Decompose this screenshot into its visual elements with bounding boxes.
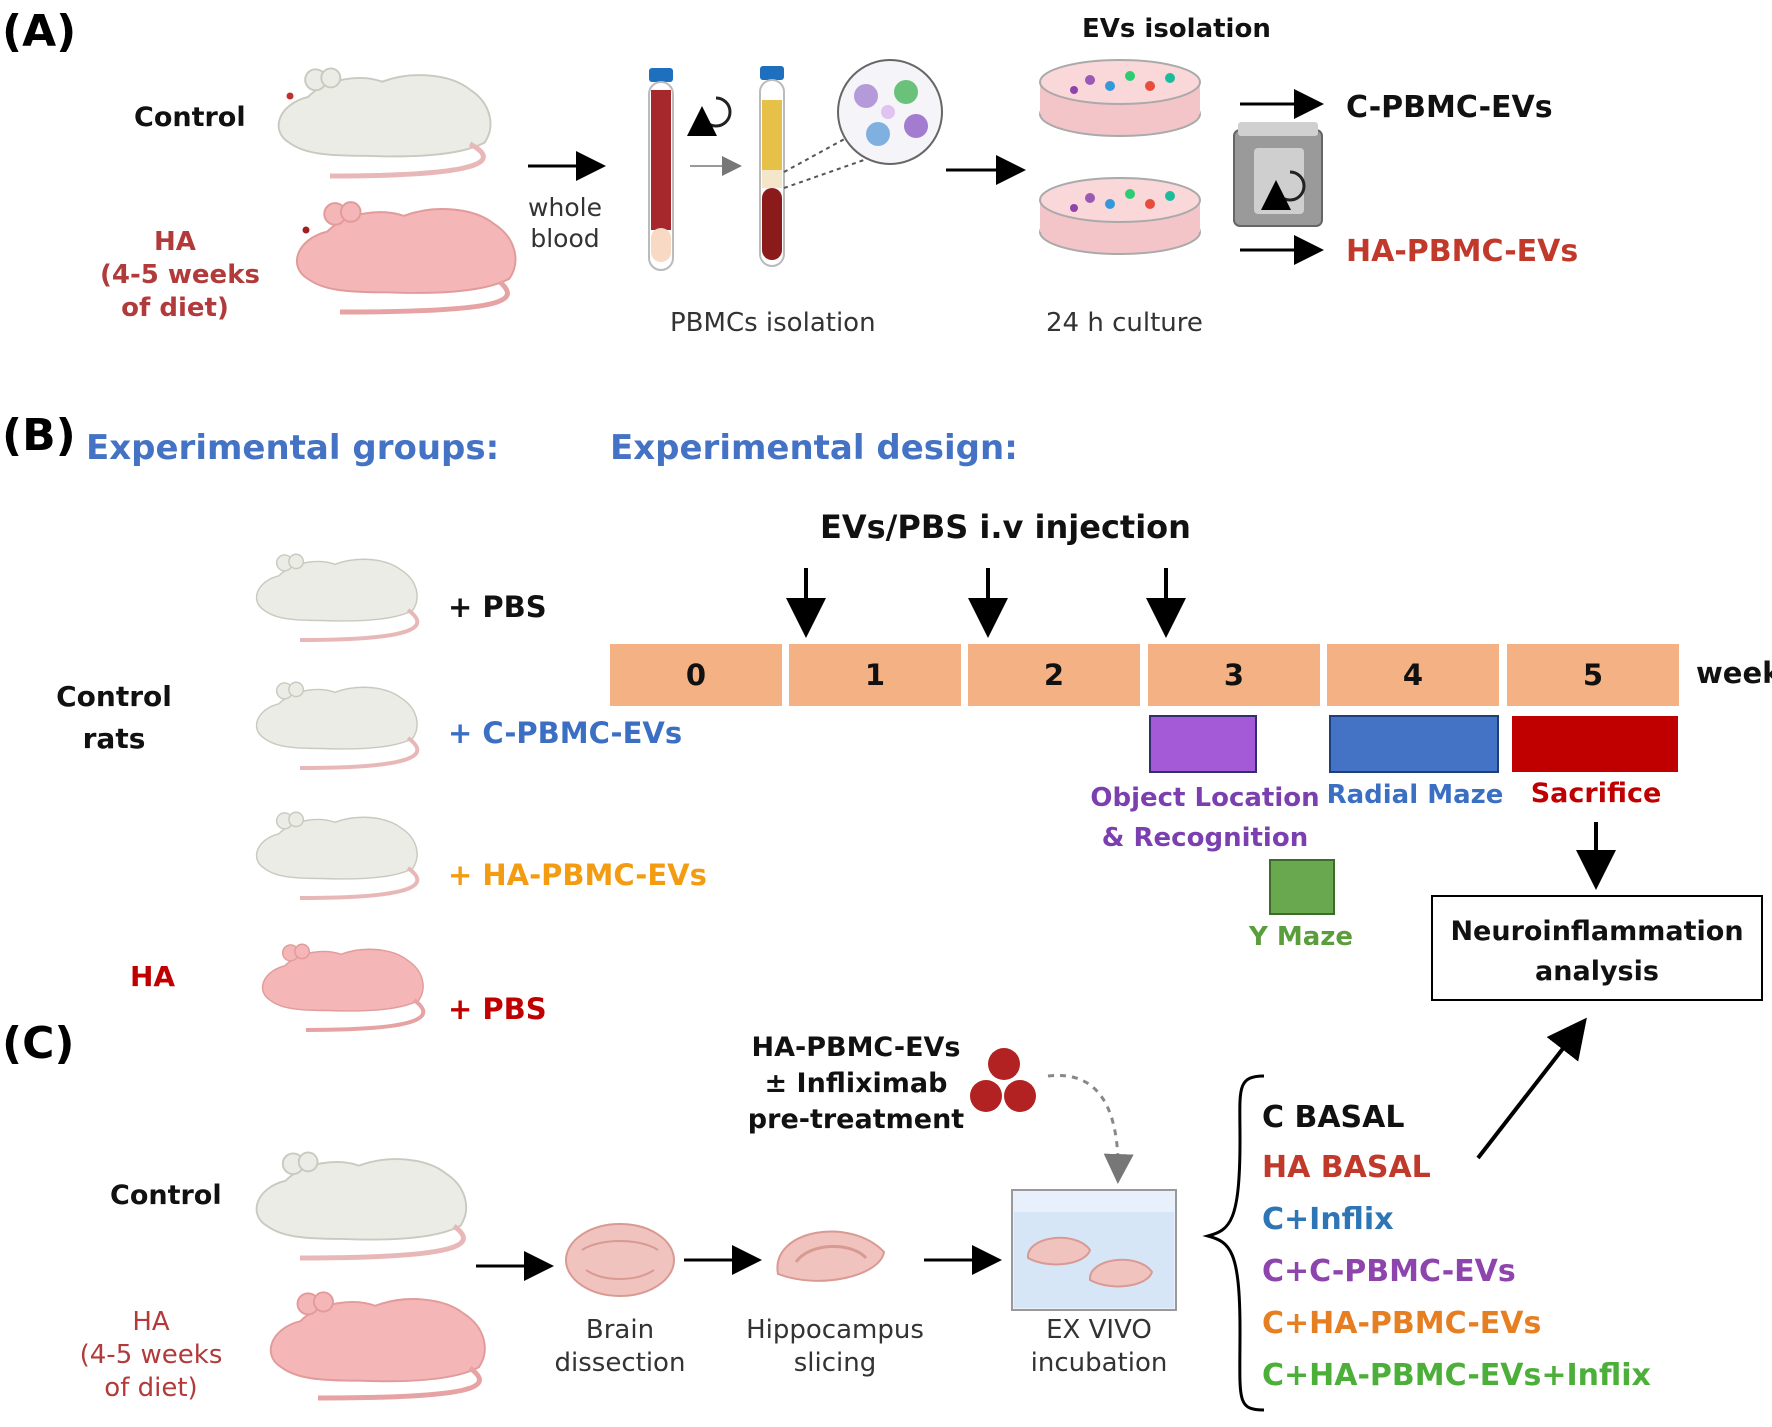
centrifuge-arrow-icon bbox=[687, 96, 732, 137]
control-label-c: Control bbox=[110, 1180, 222, 1211]
week-4: 4 bbox=[1402, 658, 1424, 692]
injection-label: EVs/PBS i.v injection bbox=[820, 508, 1191, 546]
brain-icon bbox=[565, 1223, 675, 1297]
panel-label-b: (B) bbox=[2, 410, 76, 461]
rat-control-c bbox=[255, 1151, 468, 1261]
ha-group-label: HA bbox=[130, 960, 176, 993]
sacrifice-label: Sacrifice bbox=[1530, 778, 1662, 809]
evs-isolation-label: EVs isolation bbox=[1082, 14, 1271, 44]
rat-ha-a bbox=[295, 201, 517, 315]
arrow-to-analysis bbox=[1476, 1017, 1587, 1160]
condition-ha-basal: HA BASAL bbox=[1262, 1150, 1431, 1185]
week-unit-clip: week bbox=[1696, 656, 1772, 696]
pbmcs-isolation-label: PBMCs isolation bbox=[670, 308, 876, 338]
group-pbms-1: + PBS bbox=[448, 590, 547, 624]
group-c-evs: + C-PBMC-EVs bbox=[448, 716, 683, 750]
week-0: 0 bbox=[685, 658, 707, 692]
condition-c-c-evs: C+C-PBMC-EVs bbox=[1262, 1254, 1516, 1289]
rat-group-2 bbox=[255, 681, 420, 770]
c-pbmc-evs-product: C-PBMC-EVs bbox=[1346, 90, 1553, 125]
group-ha-evs: + HA-PBMC-EVs bbox=[448, 858, 707, 892]
ha-pbmc-evs-product: HA-PBMC-EVs bbox=[1346, 234, 1579, 269]
petri-dish-control bbox=[1039, 59, 1201, 137]
blood-tube bbox=[648, 68, 674, 271]
condition-c-basal: C BASAL bbox=[1262, 1100, 1405, 1135]
separated-tube bbox=[759, 66, 785, 267]
group-pbs-ha: + PBS bbox=[448, 992, 547, 1026]
week-5: 5 bbox=[1582, 658, 1604, 692]
groups-heading: Experimental groups: bbox=[86, 428, 500, 468]
petri-dish-ha bbox=[1039, 177, 1201, 255]
week-1: 1 bbox=[864, 658, 886, 692]
culture-label: 24 h culture bbox=[1046, 308, 1203, 338]
condition-c-inflix: C+Inflix bbox=[1262, 1202, 1394, 1237]
y-maze-box bbox=[1269, 859, 1335, 915]
rat-group-4 bbox=[261, 943, 426, 1032]
conditions-brace bbox=[1202, 1074, 1265, 1412]
week-3: 3 bbox=[1223, 658, 1245, 692]
hippocampus-icon bbox=[776, 1230, 886, 1282]
rat-control-a bbox=[277, 67, 492, 179]
ultracentrifuge-icon bbox=[1233, 122, 1323, 227]
rat-group-1 bbox=[255, 553, 420, 642]
sacrifice-box bbox=[1512, 716, 1678, 772]
week-2: 2 bbox=[1043, 658, 1065, 692]
control-label-a: Control bbox=[134, 102, 246, 133]
radial-maze-label: Radial Maze bbox=[1326, 780, 1504, 810]
week-unit-label: week bbox=[1696, 656, 1772, 690]
panel-label-c: (C) bbox=[2, 1018, 75, 1069]
condition-c-ha-evs-inflix: C+HA-PBMC-EVs+Inflix bbox=[1262, 1358, 1651, 1393]
injection-arrows bbox=[786, 568, 1186, 638]
condition-c-ha-evs: C+HA-PBMC-EVs bbox=[1262, 1306, 1542, 1341]
object-location-box bbox=[1149, 715, 1257, 773]
rat-ha-c bbox=[269, 1291, 486, 1401]
object-location-label: Object Location& Recognition bbox=[1090, 783, 1320, 853]
design-heading: Experimental design: bbox=[610, 428, 1018, 468]
week-bars bbox=[610, 644, 1679, 706]
radial-maze-box bbox=[1329, 715, 1499, 773]
ev-particles bbox=[970, 1048, 1036, 1112]
analysis-box bbox=[1431, 895, 1763, 1001]
rat-group-3 bbox=[255, 811, 420, 900]
dashed-ev-arrow bbox=[1047, 1073, 1134, 1184]
y-maze-label: Y Maze bbox=[1248, 922, 1354, 952]
incubation-well bbox=[1011, 1189, 1177, 1311]
panel-label-a: (A) bbox=[2, 6, 77, 57]
pbmc-magnifier bbox=[783, 59, 943, 189]
